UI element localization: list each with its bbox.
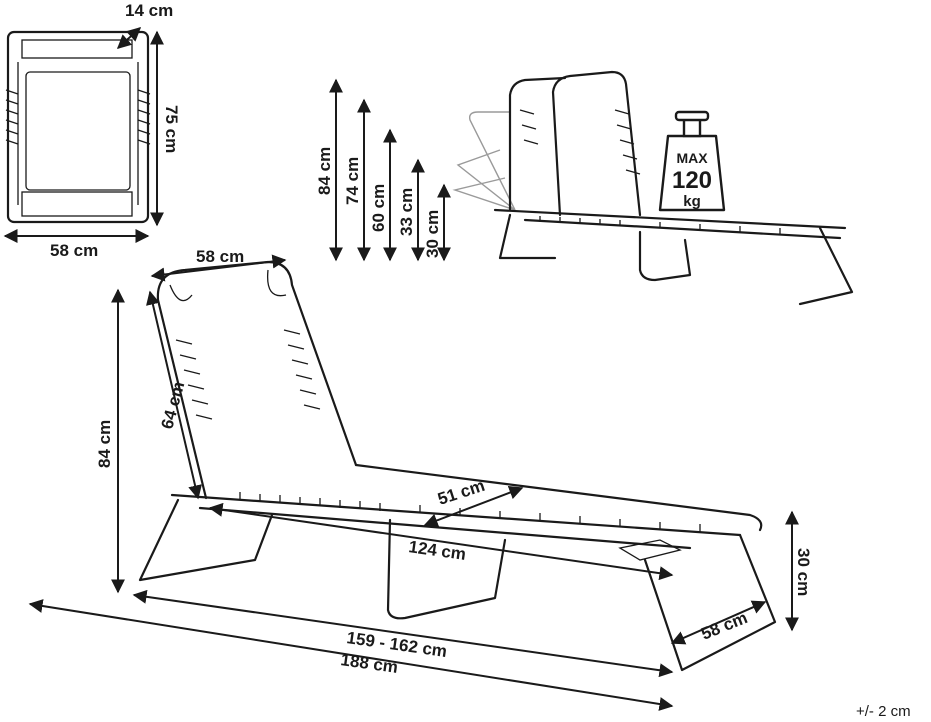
label-top-width: 58 cm [50,241,98,260]
backrest-height-arrows [329,78,451,262]
dimension-arrow-leg-width [670,600,767,645]
label-top-length: 75 cm [162,105,181,153]
dimension-arrow-backrest-length [146,290,202,500]
label-lying-length: 124 cm [407,537,467,564]
label-tolerance: +/- 2 cm [856,703,911,720]
label-max: MAX [676,150,708,166]
label-total-height: 84 cm [95,420,114,468]
max-load-weight-icon [658,110,726,212]
label-height-74: 74 cm [343,157,362,205]
recline-positions-drawing [452,70,854,306]
top-view-drawing [5,30,151,224]
dimension-arrow-backrest-width [150,254,287,282]
dimension-arrow-lying-length [208,502,674,581]
label-height-33: 33 cm [397,188,416,236]
dimension-arrow-total-length [28,599,674,711]
label-height-30: 30 cm [423,210,442,258]
label-height-84: 84 cm [315,147,334,195]
label-total-length: 188 cm [339,650,399,677]
label-max-unit: kg [683,193,701,210]
dimension-arrow-depth [116,27,142,49]
label-seat-height: 30 cm [794,548,813,596]
label-height-60: 60 cm [369,184,388,232]
label-top-depth: 14 cm [125,1,173,20]
label-max-value: 120 [672,167,712,194]
label-backrest-width: 58 cm [196,247,244,266]
